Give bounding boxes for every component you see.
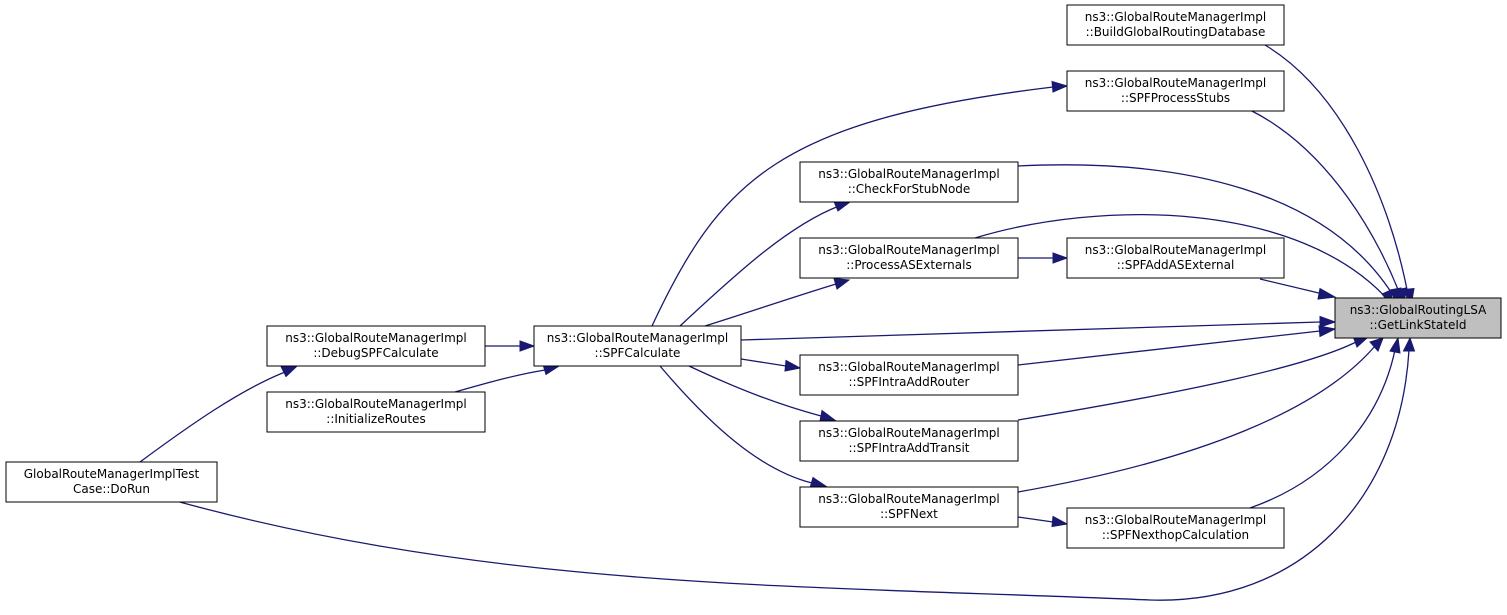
node-debug-spf-calculate[interactable]: ns3::GlobalRouteManagerImpl ::DebugSPFCa… [266, 325, 486, 367]
node-label-line1: ns3::GlobalRouteManagerImpl [285, 331, 466, 345]
node-label-line2: ::SPFIntraAddTransit [849, 441, 970, 455]
node-spf-next[interactable]: ns3::GlobalRouteManagerImpl ::SPFNext [799, 486, 1019, 528]
node-label-line2: ::SPFProcessStubs [1121, 91, 1230, 105]
edge-check-stub-to-target [1017, 164, 1402, 308]
nodes-layer: ns3::GlobalRoutingLSA ::GetLinkStateId n… [5, 4, 1502, 549]
node-label-line2: ::CheckForStubNode [848, 182, 971, 196]
node-label-line2: ::SPFAddASExternal [1117, 258, 1235, 272]
edge-spf-calculate-to-process-as-ext [704, 277, 851, 327]
node-initialize-routes[interactable]: ns3::GlobalRouteManagerImpl ::Initialize… [266, 391, 486, 433]
node-spf-intra-add-transit[interactable]: ns3::GlobalRouteManagerImpl ::SPFIntraAd… [799, 420, 1019, 462]
node-label-line2: ::SPFIntraAddRouter [849, 375, 970, 389]
edge-debug-spf-to-spf-calculate [485, 340, 536, 352]
edge-spf-next-to-target [1017, 337, 1384, 493]
node-label-line1: ns3::GlobalRouteManagerImpl [818, 360, 999, 374]
edge-build-db-to-target [1264, 44, 1415, 308]
node-label-line1: ns3::GlobalRouteManagerImpl [1085, 76, 1266, 90]
node-label-line2: ::DebugSPFCalculate [313, 346, 438, 360]
edge-test-case-to-debug-spf [139, 365, 299, 463]
node-label-line1: ns3::GlobalRouteManagerImpl [285, 397, 466, 411]
node-label-line2: ::InitializeRoutes [326, 412, 425, 426]
edge-spf-calculate-to-process-stubs [651, 80, 1069, 327]
edge-spf-calculate-to-intra-router [740, 358, 802, 372]
node-check-for-stub-node[interactable]: ns3::GlobalRouteManagerImpl ::CheckForSt… [799, 161, 1019, 203]
node-label-line2: Case::DoRun [73, 482, 150, 496]
node-label-line2: ::SPFNext [880, 507, 938, 521]
node-label-line1: ns3::GlobalRoutingLSA [1350, 303, 1487, 317]
node-label-line1: ns3::GlobalRouteManagerImpl [818, 492, 999, 506]
node-label-line2: ::BuildGlobalRoutingDatabase [1086, 25, 1266, 39]
edge-spf-next-to-nexthop-calc [1017, 515, 1069, 528]
node-label-line2: ::SPFNexthopCalculation [1102, 528, 1249, 542]
edge-test-case-to-target [175, 336, 1416, 601]
node-label-line1: ns3::GlobalRouteManagerImpl [547, 331, 728, 345]
node-label-line1: ns3::GlobalRouteManagerImpl [818, 426, 999, 440]
edge-init-routes-to-spf-calculate [454, 363, 561, 393]
node-label-line1: ns3::GlobalRouteManagerImpl [1085, 513, 1266, 527]
node-build-global-routing-database[interactable]: ns3::GlobalRouteManagerImpl ::BuildGloba… [1066, 4, 1285, 46]
node-label-line2: ::ProcessASExternals [846, 258, 971, 272]
node-spf-nexthop-calculation[interactable]: ns3::GlobalRouteManagerImpl ::SPFNexthop… [1066, 507, 1285, 549]
edge-spf-add-as-ext-to-target [1259, 278, 1337, 300]
node-label-line1: ns3::GlobalRouteManagerImpl [1085, 10, 1266, 24]
node-spf-calculate[interactable]: ns3::GlobalRouteManagerImpl ::SPFCalcula… [533, 325, 742, 367]
edge-intra-router-to-target [1017, 325, 1337, 366]
edge-nexthop-calc-to-target [1249, 336, 1401, 509]
node-label-line1: ns3::GlobalRouteManagerImpl [818, 167, 999, 181]
node-spf-process-stubs[interactable]: ns3::GlobalRouteManagerImpl ::SPFProcess… [1066, 70, 1285, 112]
edge-spf-calculate-to-target [740, 315, 1337, 341]
edge-process-as-ext-to-spf-add-as-ext [1018, 252, 1069, 264]
node-label-line2: ::GetLinkStateId [1370, 318, 1467, 332]
node-spf-add-as-external[interactable]: ns3::GlobalRouteManagerImpl ::SPFAddASEx… [1066, 237, 1285, 279]
node-label-line1: GlobalRouteManagerImplTest [24, 467, 200, 481]
node-global-routing-lsa-get-link-state-id[interactable]: ns3::GlobalRoutingLSA ::GetLinkStateId [1334, 297, 1502, 339]
node-test-case-do-run[interactable]: GlobalRouteManagerImplTest Case::DoRun [5, 461, 218, 503]
edge-intra-transit-to-target [1017, 335, 1369, 421]
node-process-as-externals[interactable]: ns3::GlobalRouteManagerImpl ::ProcessASE… [799, 237, 1019, 279]
node-spf-intra-add-router[interactable]: ns3::GlobalRouteManagerImpl ::SPFIntraAd… [799, 354, 1019, 396]
edge-spf-calculate-to-intra-transit [688, 365, 838, 422]
node-label-line2: ::SPFCalculate [595, 346, 681, 360]
node-label-line1: ns3::GlobalRouteManagerImpl [1085, 243, 1266, 257]
node-label-line1: ns3::GlobalRouteManagerImpl [818, 243, 999, 257]
